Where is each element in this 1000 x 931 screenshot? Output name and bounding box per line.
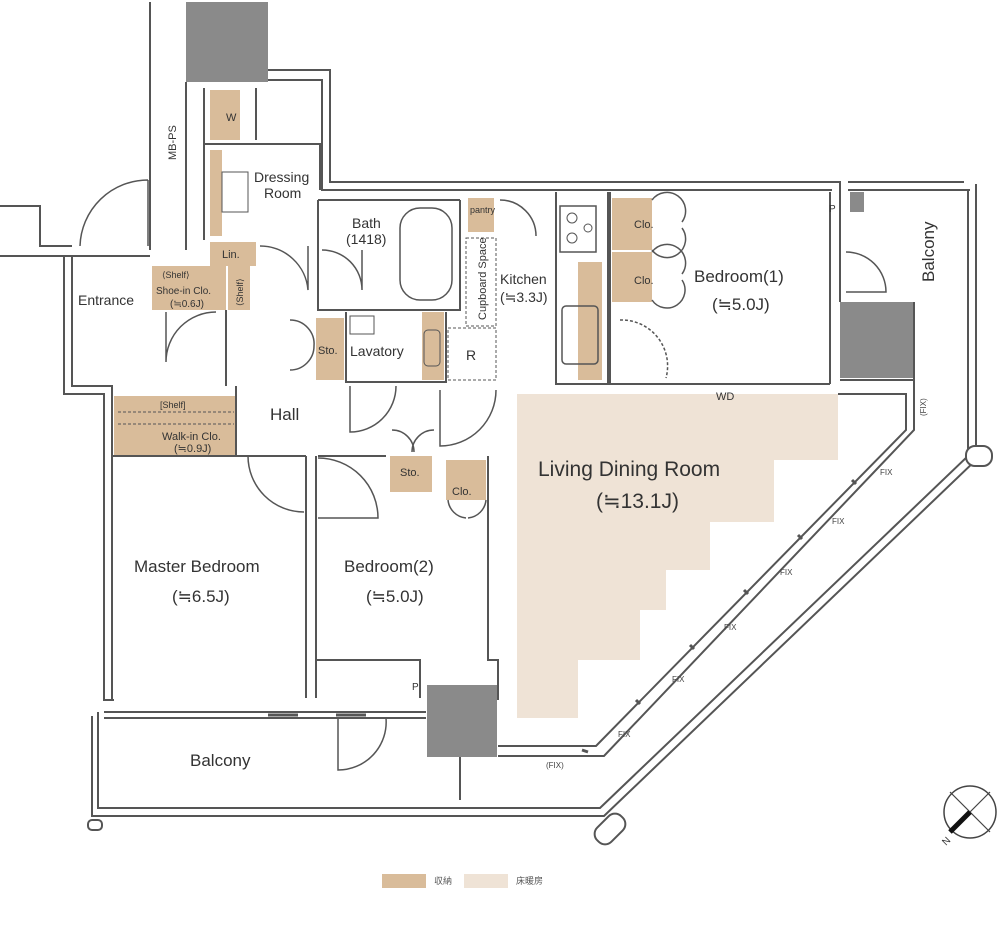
storage-areas bbox=[114, 90, 652, 500]
fix-label-2: FIX bbox=[832, 517, 845, 526]
dressing-unit bbox=[221, 171, 249, 213]
pipe-label-bottom: P bbox=[412, 682, 419, 693]
walls bbox=[0, 2, 977, 817]
entrance-label: Entrance bbox=[78, 292, 134, 308]
shaft-bottom bbox=[427, 685, 497, 757]
hall-label: Hall bbox=[270, 405, 299, 424]
fix-paren-right: (FIX) bbox=[919, 398, 928, 416]
balcony-right-label: Balcony bbox=[919, 221, 938, 282]
legend-storage-label: 収納 bbox=[434, 875, 452, 886]
fridge-label: R bbox=[466, 347, 476, 363]
walkin-size: (≒0.9J) bbox=[174, 443, 211, 455]
storage-label-2: Sto. bbox=[400, 467, 420, 479]
kitchen-sink bbox=[561, 305, 599, 365]
shaft-top bbox=[186, 2, 268, 82]
fix-label-5: FIX bbox=[672, 675, 685, 684]
fix-paren-bottom: (FIX) bbox=[546, 761, 564, 770]
floor-heating-area bbox=[517, 394, 838, 718]
pantry-label: pantry bbox=[470, 205, 496, 215]
legend-floor-heating-swatch bbox=[464, 874, 508, 888]
wd-label: WD bbox=[716, 391, 734, 403]
bedroom2-label: Bedroom(2) bbox=[344, 557, 434, 576]
window-marks bbox=[268, 478, 858, 754]
legend-floor-heating-label: 床暖房 bbox=[516, 875, 543, 886]
fix-label-6: FIX bbox=[618, 730, 631, 739]
bedroom2-size: (≒5.0J) bbox=[366, 587, 424, 606]
stove bbox=[559, 205, 597, 253]
mbps-label: MB-PS bbox=[167, 125, 179, 160]
legend: 収納 床暖房 bbox=[382, 874, 543, 888]
wash-basin bbox=[349, 315, 375, 335]
kitchen-label: Kitchen bbox=[500, 271, 547, 287]
side-shelf-label: ⟨Shelf⟩ bbox=[235, 278, 245, 306]
shoe-closet-label: Shoe-in Clo. bbox=[156, 286, 211, 297]
closet-label-2: Clo. bbox=[634, 275, 654, 287]
pipe-label-top: P bbox=[829, 204, 836, 215]
storage-label-1: Sto. bbox=[318, 345, 338, 357]
walkin-shelf-label: [Shelf] bbox=[160, 400, 186, 410]
closet-label-3: Clo. bbox=[452, 486, 472, 498]
lavatory-label: Lavatory bbox=[350, 343, 404, 359]
compass: N bbox=[940, 785, 997, 848]
kitchen-size: (≒3.3J) bbox=[500, 289, 548, 305]
washer-label: W bbox=[226, 112, 237, 124]
bath-label: Bath bbox=[352, 215, 381, 231]
fix-label-1: FIX bbox=[880, 468, 893, 477]
dressing-room-label: Dressing bbox=[254, 169, 309, 185]
master-bedroom-size: (≒6.5J) bbox=[172, 587, 230, 606]
compass-north-label: N bbox=[940, 835, 953, 848]
ldr-size: (≒13.1J) bbox=[596, 490, 679, 513]
shoe-closet-size: (≒0.6J) bbox=[170, 299, 204, 310]
bedroom1-label: Bedroom(1) bbox=[694, 267, 784, 286]
rail-ends bbox=[87, 445, 993, 846]
dressing-room-label-2: Room bbox=[264, 185, 301, 201]
doors bbox=[79, 179, 887, 771]
bathtub bbox=[399, 207, 453, 301]
ldr-label: Living Dining Room bbox=[538, 458, 720, 481]
legend-storage-swatch bbox=[382, 874, 426, 888]
shaft-right bbox=[840, 302, 914, 378]
cupboard-label: Cupboard Space bbox=[477, 237, 489, 320]
bath-size: (1418) bbox=[346, 231, 386, 247]
balcony-bottom-label: Balcony bbox=[190, 751, 251, 770]
column-square bbox=[850, 192, 864, 212]
bedroom1-size: (≒5.0J) bbox=[712, 295, 770, 314]
fix-label-3: FIX bbox=[780, 568, 793, 577]
shoe-shelf-label: ⟨Shelf⟩ bbox=[162, 270, 190, 280]
closet-label-1: Clo. bbox=[634, 219, 654, 231]
fix-label-4: FIX bbox=[724, 623, 737, 632]
master-bedroom-label: Master Bedroom bbox=[134, 557, 260, 576]
linen-label: Lin. bbox=[222, 249, 240, 261]
walkin-label: Walk-in Clo. bbox=[162, 431, 221, 443]
cupboard-space bbox=[465, 237, 497, 327]
